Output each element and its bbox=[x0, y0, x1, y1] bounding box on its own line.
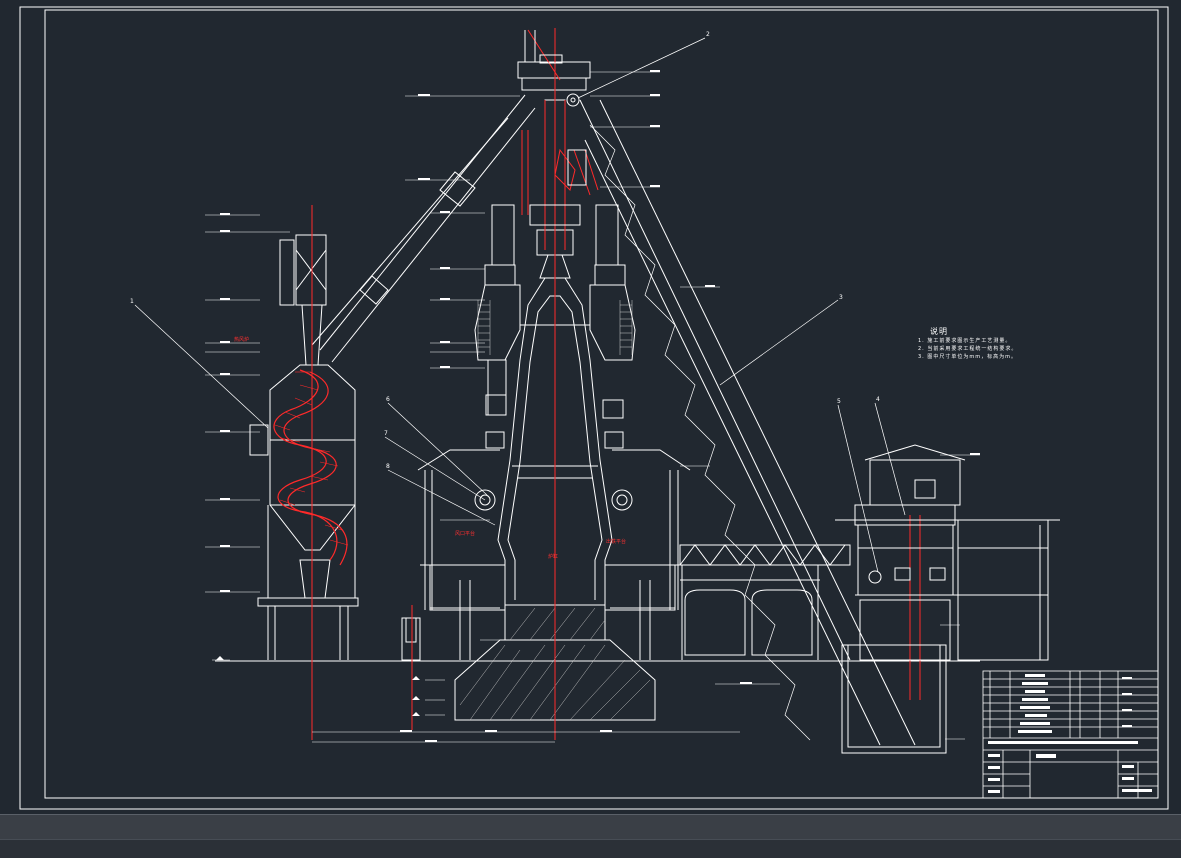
downcomer-pipe bbox=[311, 94, 536, 363]
callout-3: 3 bbox=[839, 294, 843, 301]
skip-bridge bbox=[579, 99, 916, 746]
casthouse bbox=[401, 449, 691, 661]
callout-1: 1 bbox=[130, 298, 134, 305]
label-tuyere-platform: 风口平台 bbox=[455, 531, 476, 537]
dimension-text-marks bbox=[220, 70, 980, 742]
elevation-markers bbox=[216, 656, 420, 716]
notes-line-3: 3. 图中尺寸单位为mm，标高为m。 bbox=[918, 354, 1017, 360]
callout-4: 4 bbox=[876, 396, 880, 403]
inner-frame bbox=[44, 9, 1159, 799]
callout-7: 7 bbox=[384, 430, 388, 437]
blast-furnace-drawing bbox=[19, 6, 1169, 810]
outer-frame bbox=[19, 6, 1169, 810]
callout-6: 6 bbox=[386, 396, 390, 403]
trestle bbox=[679, 544, 851, 660]
top-equipment-highlight bbox=[311, 28, 921, 740]
callout-leaders bbox=[134, 37, 906, 573]
dust-catcher-spiral bbox=[273, 369, 349, 566]
title-block-text-marks bbox=[988, 674, 1152, 793]
callout-2: 2 bbox=[706, 31, 710, 38]
notes-line-2: 2. 当前采用要求工程统一结构要求。 bbox=[918, 346, 1018, 352]
command-line[interactable] bbox=[0, 839, 1181, 858]
label-hearth: 炉缸 bbox=[548, 554, 559, 560]
dust-catcher bbox=[249, 234, 359, 660]
furnace-framework bbox=[474, 204, 636, 449]
top-equipment bbox=[524, 30, 587, 226]
label-hot-blast: 热风炉 bbox=[234, 337, 250, 343]
label-tap-platform: 出铁平台 bbox=[606, 539, 627, 545]
status-bar bbox=[0, 814, 1181, 858]
notes-title: 说明 bbox=[930, 327, 948, 336]
callout-5: 5 bbox=[837, 398, 841, 405]
dimension-lines bbox=[205, 71, 980, 743]
callout-8: 8 bbox=[386, 463, 390, 470]
notes-line-1: 1. 施工前要求图示生产工艺测量。 bbox=[918, 338, 1012, 344]
